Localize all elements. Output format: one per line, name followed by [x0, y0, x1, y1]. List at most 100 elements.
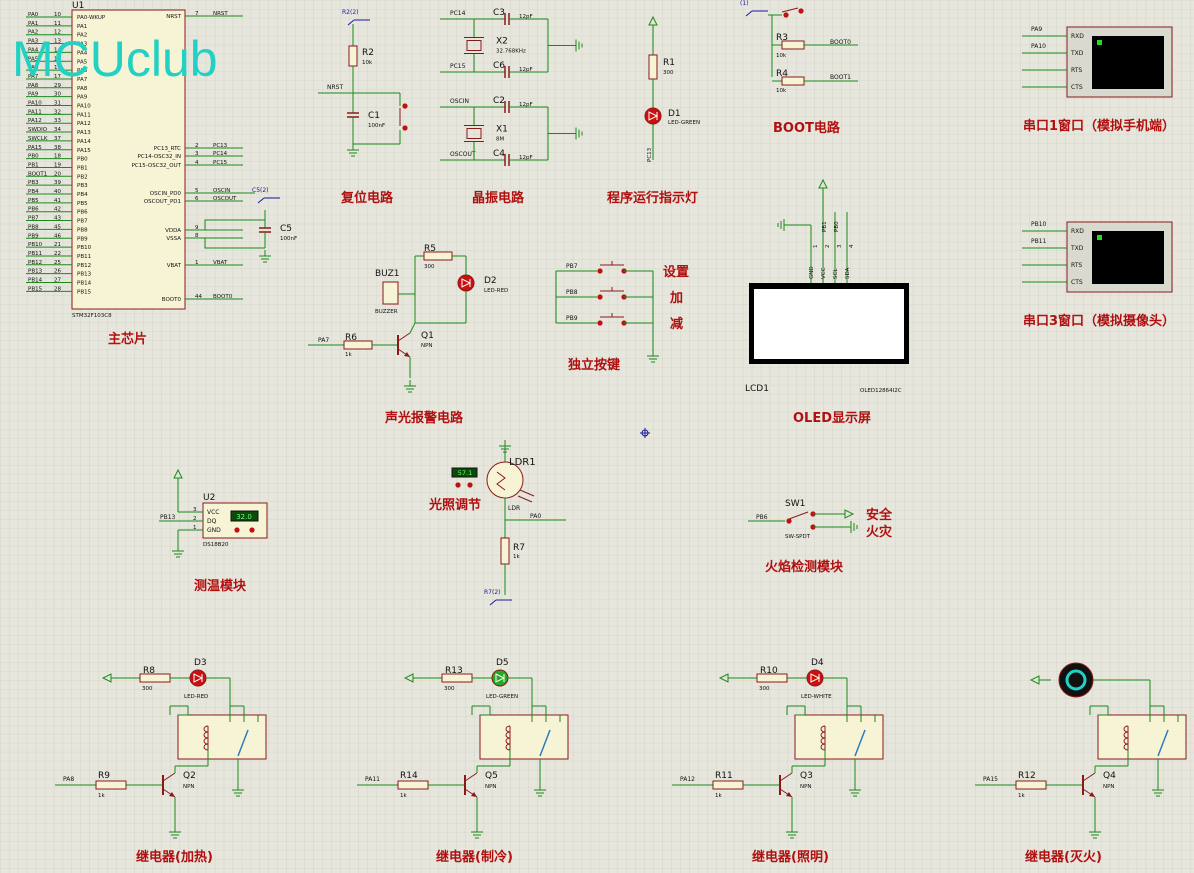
component-ref: LCD1 — [745, 384, 769, 394]
temperature-display — [230, 510, 259, 522]
watermark-text: MCUclub — [12, 31, 218, 87]
mcu-pin-name: PB10 — [77, 245, 92, 251]
sensor-pin-name: GND — [207, 527, 221, 534]
component-value: LED-GREEN — [668, 120, 700, 126]
power-terminal — [403, 673, 414, 683]
net-label: BOOT0 — [830, 39, 851, 46]
mcu-pin-number: 15 — [54, 56, 61, 62]
flame-state-label: 安全 — [866, 507, 893, 523]
sensor-pin-number: 3 — [193, 507, 197, 513]
component-ref: Q3 — [800, 771, 813, 781]
mcu-pin-number: 1 — [195, 260, 199, 266]
relay-body — [479, 714, 569, 760]
sensor-pin-name: DQ — [207, 518, 217, 525]
resistor — [648, 54, 658, 80]
mcu-pin-name: PB3 — [77, 183, 88, 189]
ldr-symbol — [496, 471, 506, 491]
mcu-pin-number: 34 — [54, 127, 61, 133]
mcu-net-label: PA2 — [28, 30, 38, 36]
component-ref: R4 — [776, 69, 788, 79]
mcu-net-label: PA10 — [28, 101, 42, 107]
component-ref: Q1 — [421, 331, 434, 341]
relay-coil — [505, 743, 511, 751]
terminal-screen — [1092, 231, 1164, 284]
section-title: 继电器(制冷) — [436, 849, 513, 865]
resistor — [348, 45, 358, 67]
mcu-net-label: SWDIO — [28, 127, 48, 133]
component-value: OLED12864I2C — [860, 388, 902, 394]
relay-coil — [1123, 743, 1129, 751]
net-label: PA0 — [530, 513, 541, 520]
mcu-pin-name: VSSA — [166, 236, 181, 242]
relay-indicator-led — [806, 669, 824, 687]
component-value: LED-GREEN — [486, 694, 518, 700]
voltage-probe-label: (1) — [740, 0, 749, 7]
uart-pin-name: TXD — [1070, 245, 1084, 252]
transistor — [397, 332, 411, 342]
section-title: BOOT电路 — [773, 120, 841, 136]
mcu-pin-number: 31 — [54, 101, 61, 107]
transistor-arrow — [404, 352, 410, 357]
buzzer — [382, 281, 399, 305]
component-ref: C3 — [493, 8, 505, 18]
mcu-net-label: PB6 — [28, 207, 39, 213]
transistor — [779, 772, 793, 782]
voltage-probe-label: R7(2) — [484, 589, 501, 596]
mcu-pin-name: PB14 — [77, 281, 92, 287]
component-ref: BUZ1 — [375, 269, 400, 279]
component-ref: LDR1 — [509, 457, 536, 468]
component-ref: X2 — [496, 37, 508, 47]
alarm-led — [457, 274, 475, 292]
mcu-net-label: PA7 — [28, 74, 39, 80]
mcu-net-label: PB0 — [28, 154, 39, 160]
component-ref: R9 — [98, 771, 110, 781]
mcu-pin-number: 27 — [54, 278, 61, 284]
transistor-arrow — [786, 792, 792, 797]
mcu-net-label: PB4 — [28, 189, 39, 195]
terminal-dot — [798, 8, 804, 14]
mcu-pin-number: 30 — [54, 92, 61, 98]
voltage-probe — [489, 599, 497, 606]
component-value: 12pF — [519, 14, 533, 20]
mcu-pin-number: 12 — [54, 30, 61, 36]
component-ref: Q5 — [485, 771, 498, 781]
mcu-net-label: PB11 — [28, 251, 42, 257]
wire — [409, 322, 416, 334]
mcu-pin-number: 19 — [54, 162, 61, 168]
relay-body — [177, 714, 267, 760]
uart-pin-name: RXD — [1071, 228, 1084, 235]
relay-coil — [820, 743, 826, 751]
mcu-net-label: PB3 — [28, 180, 39, 186]
component-ref: X1 — [496, 125, 508, 135]
uart-pin-name: RTS — [1071, 67, 1082, 74]
component-ref: Q2 — [183, 771, 196, 781]
mcu-pin-name: PB6 — [77, 210, 88, 216]
component-value: LDR — [508, 505, 520, 512]
transistor-arrow — [471, 792, 477, 797]
mcu-pin-number: 38 — [54, 145, 61, 151]
mcu-pin-name: PC14-OSC32_IN — [138, 154, 181, 160]
power-terminal — [101, 673, 112, 683]
sensor-pin-number: 1 — [193, 525, 197, 531]
section-title: 串口3窗口（模拟摄像头） — [1023, 313, 1175, 329]
mcu-pin-number: 10 — [54, 12, 61, 18]
net-label: PB8 — [566, 289, 578, 296]
component-ref: R12 — [1018, 771, 1036, 781]
terminal-dot — [467, 482, 473, 488]
net-label: PC13 — [647, 147, 653, 162]
oled-pin-name: SDA — [845, 267, 851, 279]
mcu-pin-name: PA7 — [77, 77, 88, 83]
relay-indicator-led — [491, 669, 509, 687]
mcu-pin-number: 13 — [54, 39, 61, 45]
component-value: 100nF — [280, 236, 297, 242]
mcu-pin-number: 3 — [195, 151, 199, 157]
component-ref: R6 — [345, 333, 357, 343]
terminal-dot — [402, 103, 408, 109]
mcu-pin-number: 7 — [195, 11, 199, 17]
section-title: 火焰检测模块 — [765, 559, 844, 575]
temperature-value: 32.0 — [236, 513, 252, 521]
mcu-pin-name: PB5 — [77, 201, 88, 207]
terminal-dot — [402, 125, 408, 131]
mcu-pin-number: 26 — [54, 269, 61, 275]
mcu-pin-number: 4 — [195, 160, 199, 166]
